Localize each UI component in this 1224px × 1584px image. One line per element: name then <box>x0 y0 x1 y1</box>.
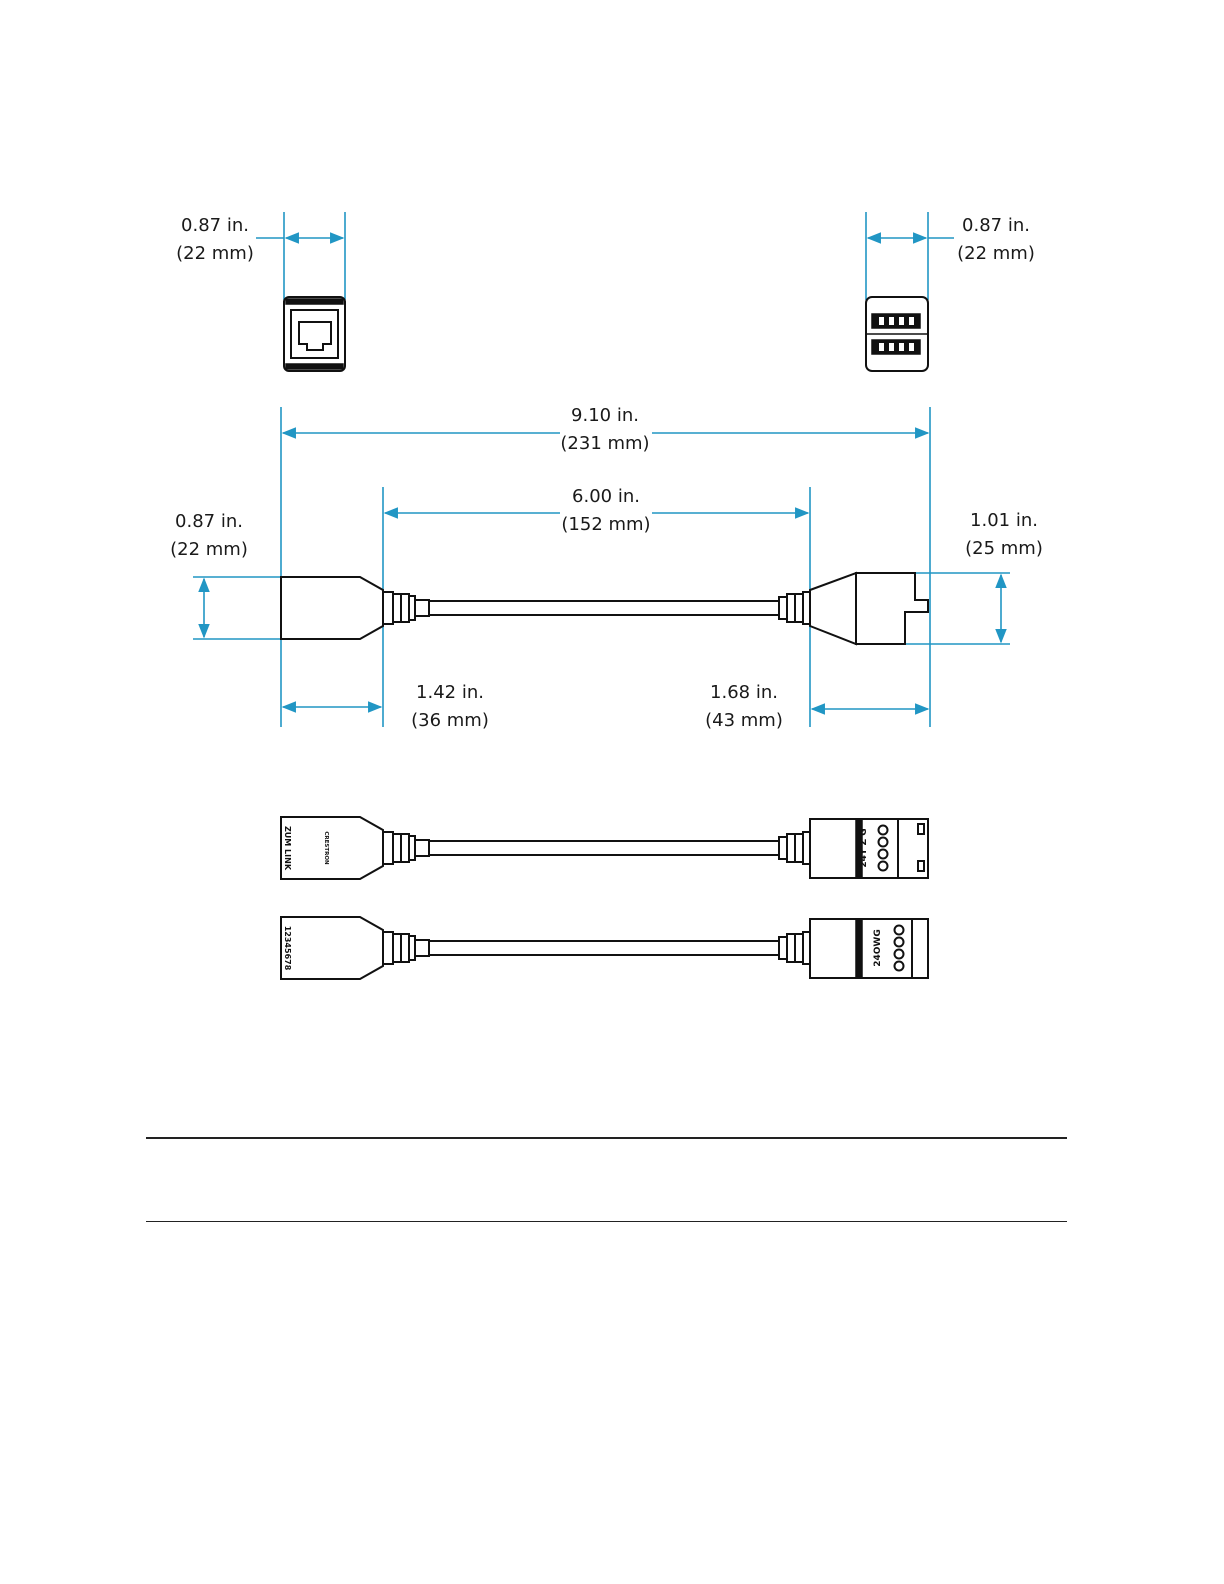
table-top-rule <box>146 1137 1067 1139</box>
left-end-width-imperial: 0.87 in. <box>181 215 249 236</box>
terminal-label-bottom: 24OWG <box>873 929 883 967</box>
rj45-end-view <box>256 212 345 371</box>
left-height-metric: (22 mm) <box>170 539 248 560</box>
cable-length-imperial: 6.00 in. <box>572 486 640 507</box>
right-end-width-imperial: 0.87 in. <box>962 215 1030 236</box>
right-height-imperial: 1.01 in. <box>970 510 1038 531</box>
jack-label-bottom: 12345678 <box>283 926 292 971</box>
left-connector-length-metric: (36 mm) <box>411 710 489 731</box>
right-connector-length-imperial: 1.68 in. <box>710 682 778 703</box>
jack-label-top: ZUM LINK <box>283 826 292 871</box>
table-bottom-rule <box>146 1221 1067 1222</box>
left-end-width-metric: (22 mm) <box>176 243 254 264</box>
right-height-metric: (25 mm) <box>965 538 1043 559</box>
bottom-view-cable <box>281 917 928 979</box>
terminal-label-top: 24Y Z G <box>859 828 869 867</box>
jack-brand-label: CRESTRON <box>323 831 329 865</box>
right-end-width-metric: (22 mm) <box>957 243 1035 264</box>
top-view-cable <box>281 817 928 879</box>
terminal-end-view <box>866 212 954 371</box>
left-connector-length-imperial: 1.42 in. <box>416 682 484 703</box>
overall-length-metric: (231 mm) <box>560 433 649 454</box>
side-view-cable <box>281 573 928 644</box>
right-connector-length-metric: (43 mm) <box>705 710 783 731</box>
overall-length-imperial: 9.10 in. <box>571 405 639 426</box>
side-view-dimensions <box>193 407 1010 727</box>
left-height-imperial: 0.87 in. <box>175 511 243 532</box>
cable-length-metric: (152 mm) <box>561 514 650 535</box>
